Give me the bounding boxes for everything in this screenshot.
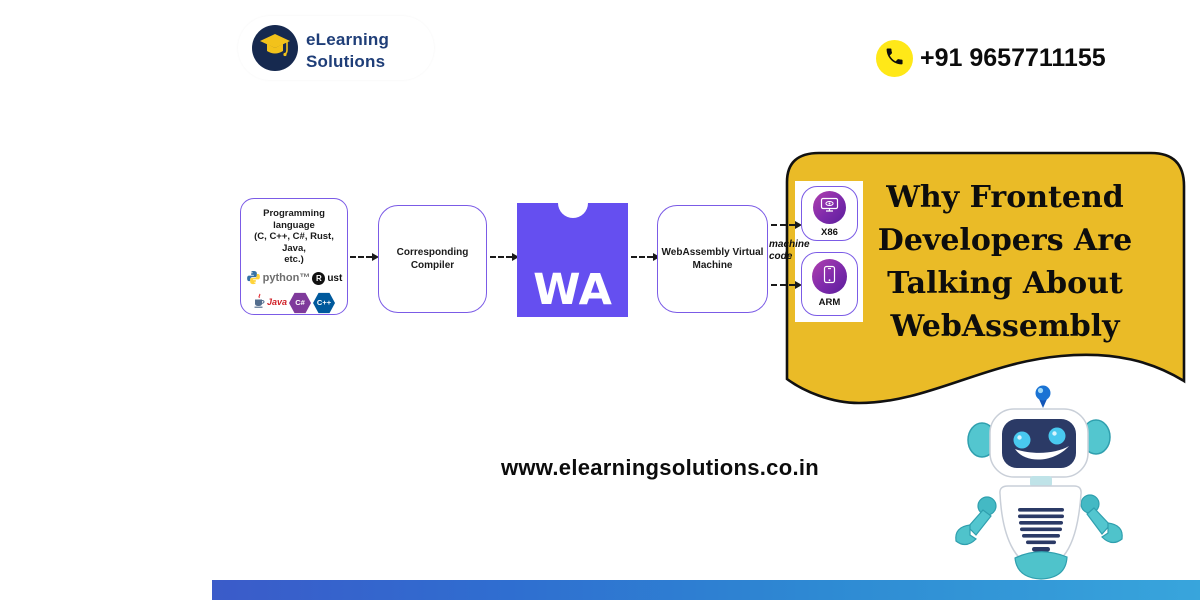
rust-icon: R <box>312 272 326 286</box>
phone-icon <box>884 46 905 72</box>
x86-circle <box>813 191 846 224</box>
vm-box: WebAssembly Virtual Machine <box>657 205 768 313</box>
compiler-line2: Compiler <box>410 260 455 271</box>
website-url: www.elearningsolutions.co.in <box>500 455 820 480</box>
logo-badge <box>252 25 298 71</box>
webassembly-logo: WA <box>517 188 628 317</box>
robot-mascot <box>955 385 1123 580</box>
smartphone-icon <box>823 265 836 289</box>
languages-title-line2: (C, C++, C#, Rust, Java, <box>254 231 334 254</box>
arm-circle <box>812 259 847 294</box>
python-icon <box>246 270 261 289</box>
vm-line1: WebAssembly Virtual <box>661 247 764 258</box>
languages-title-line1: Programming language <box>263 208 325 231</box>
title-line3: Talking About <box>887 266 1123 301</box>
title-line2: Developers Are <box>877 223 1133 258</box>
compiler-box: Corresponding Compiler <box>378 205 487 313</box>
arrow-languages-to-compiler <box>350 253 379 261</box>
csharp-icon: C# <box>289 292 312 314</box>
machine-code-label: machine code <box>769 239 817 263</box>
arrow-vm-to-x86 <box>771 221 802 229</box>
target-x86-box: X86 <box>801 186 858 241</box>
cpp-icon: C++ <box>313 292 336 314</box>
compiler-line1: Corresponding <box>396 247 469 258</box>
arrow-compiler-to-wasm <box>490 253 519 261</box>
phone-number: +91 9657711155 <box>920 44 1106 72</box>
machine-code-line1: machine <box>769 239 810 250</box>
title-line1: Why Frontend <box>886 180 1124 215</box>
phone-badge <box>876 40 913 77</box>
arrow-vm-to-arm <box>771 281 802 289</box>
webassembly-logo-notch <box>557 188 588 218</box>
x86-label: X86 <box>821 227 838 238</box>
monitor-icon <box>820 197 839 219</box>
java-label: Java <box>266 297 288 308</box>
java-icon <box>253 293 265 313</box>
title-blob-shape <box>785 151 1186 405</box>
title-line4: WebAssembly <box>890 309 1120 344</box>
vm-line2: Machine <box>692 260 733 271</box>
language-logos-row2: Java C# C++ <box>253 292 336 314</box>
target-arm-box: ARM <box>801 252 858 316</box>
language-logos-row1: python™ R ust <box>246 270 343 289</box>
rust-label: ust <box>327 273 343 284</box>
graduation-cap-icon <box>258 31 292 66</box>
water-strip <box>212 580 1200 600</box>
logo-line2: Solutions <box>306 52 386 71</box>
machine-code-line2: code <box>769 251 793 262</box>
webassembly-logo-label: WA <box>533 265 612 315</box>
languages-title-line3: etc.) <box>284 254 304 265</box>
python-label: python™ <box>262 272 311 284</box>
poster-title: Why Frontend Developers Are Talking Abou… <box>845 176 1165 348</box>
logo-text: eLearning Solutions <box>306 29 389 73</box>
logo-line1: eLearning <box>306 30 390 49</box>
arrow-wasm-to-vm <box>631 253 660 261</box>
arm-label: ARM <box>818 297 841 308</box>
languages-box: Programming language (C, C++, C#, Rust, … <box>240 198 348 315</box>
